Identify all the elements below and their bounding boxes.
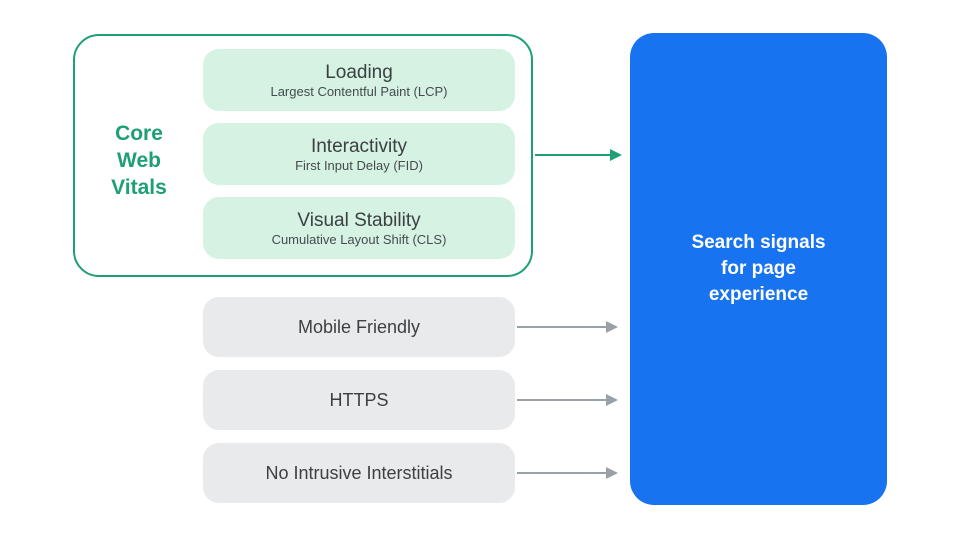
arrow-shaft [535,154,612,156]
arrow-mobile-friendly [517,321,618,333]
metric-card-visual-stability: Visual Stability Cumulative Layout Shift… [203,197,515,259]
metric-subtitle: Cumulative Layout Shift (CLS) [271,231,447,247]
core-web-vitals-label-line: Web [117,149,161,172]
core-web-vitals-label-line: Vitals [111,176,167,199]
metric-title: Interactivity [310,135,408,157]
core-web-vitals-label-line: Core [115,122,163,145]
result-box-label: Search signals for page experience [691,230,825,308]
arrow-head-icon [606,321,618,333]
arrow-shaft [517,472,607,474]
signal-label: No Intrusive Interstitials [265,463,453,483]
search-signals-result-box: Search signals for page experience [630,33,887,505]
metric-title: Loading [325,61,393,83]
signal-box-mobile-friendly: Mobile Friendly [203,297,515,357]
metric-subtitle: Largest Contentful Paint (LCP) [270,83,448,99]
arrow-shaft [517,326,607,328]
arrow-https [517,394,618,406]
metric-card-interactivity: Interactivity First Input Delay (FID) [203,123,515,185]
arrow-no-intrusive-interstitials [517,467,618,479]
arrow-head-icon [610,149,622,161]
signal-label: Mobile Friendly [297,317,421,337]
metric-subtitle: First Input Delay (FID) [295,157,423,173]
signal-box-https: HTTPS [203,370,515,430]
arrow-head-icon [606,467,618,479]
signal-label: HTTPS [329,390,389,410]
arrow-shaft [517,399,607,401]
signal-box-no-intrusive-interstitials: No Intrusive Interstitials [203,443,515,503]
result-box-label-line: experience [708,284,809,305]
result-box-label-line: for page [721,258,796,279]
result-box-label-line: Search signals [691,232,826,253]
arrow-head-icon [606,394,618,406]
metric-title: Visual Stability [297,209,421,231]
metric-card-loading: Loading Largest Contentful Paint (LCP) [203,49,515,111]
core-web-vitals-label: Core Web Vitals [76,120,202,201]
arrow-core-web-vitals [535,149,622,161]
